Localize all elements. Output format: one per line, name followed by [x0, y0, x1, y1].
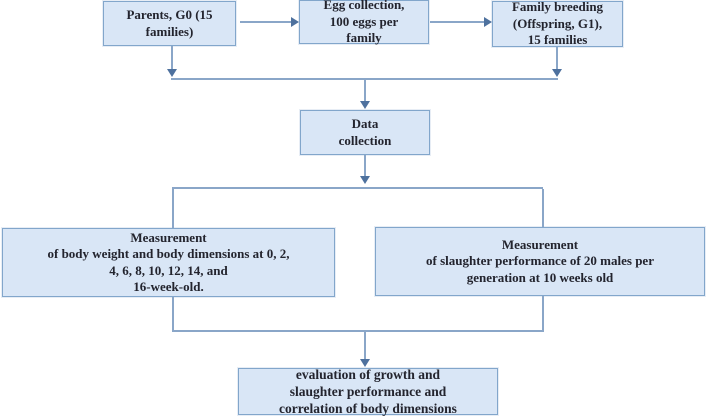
connector-to-evaluation	[364, 332, 366, 360]
merge-bar-bottom	[172, 330, 544, 332]
connector-data-down	[364, 155, 366, 177]
node-parents-g0: Parents, G0 (15 families)	[103, 1, 236, 46]
connector-breeding-down	[556, 47, 558, 69]
node-evaluation: evaluation of growth and slaughter perfo…	[238, 367, 498, 416]
connector-parents-to-egg	[240, 21, 291, 23]
connector-egg-to-breeding	[430, 21, 484, 23]
node-slaughter-measurement: Measurement of slaughter performance of …	[375, 227, 705, 296]
arrowhead-down-icon	[360, 359, 370, 367]
node-egg-collection: Egg collection, 100 eggs per family	[299, 0, 429, 45]
arrowhead-down-icon	[360, 176, 370, 184]
arrowhead-right-icon	[484, 17, 492, 27]
arrowhead-down-icon	[552, 69, 562, 77]
node-family-breeding: Family breeding (Offspring, G1), 15 fami…	[492, 0, 623, 47]
merge-bar-top	[171, 78, 558, 80]
connector-parents-down	[171, 46, 173, 69]
arrowhead-down-icon	[167, 69, 177, 77]
node-growth-measurement: Measurement of body weight and body dime…	[2, 228, 335, 297]
connector-split-to-growth	[172, 189, 174, 228]
connector-growth-down	[172, 297, 174, 332]
arrowhead-down-icon	[360, 101, 370, 109]
arrowhead-right-icon	[291, 17, 299, 27]
connector-slaughter-down	[542, 296, 544, 332]
node-data-collection: Data collection	[300, 110, 430, 155]
connector-split-to-slaughter	[542, 189, 544, 227]
split-bar	[172, 187, 543, 189]
connector-to-data-collection	[364, 80, 366, 102]
